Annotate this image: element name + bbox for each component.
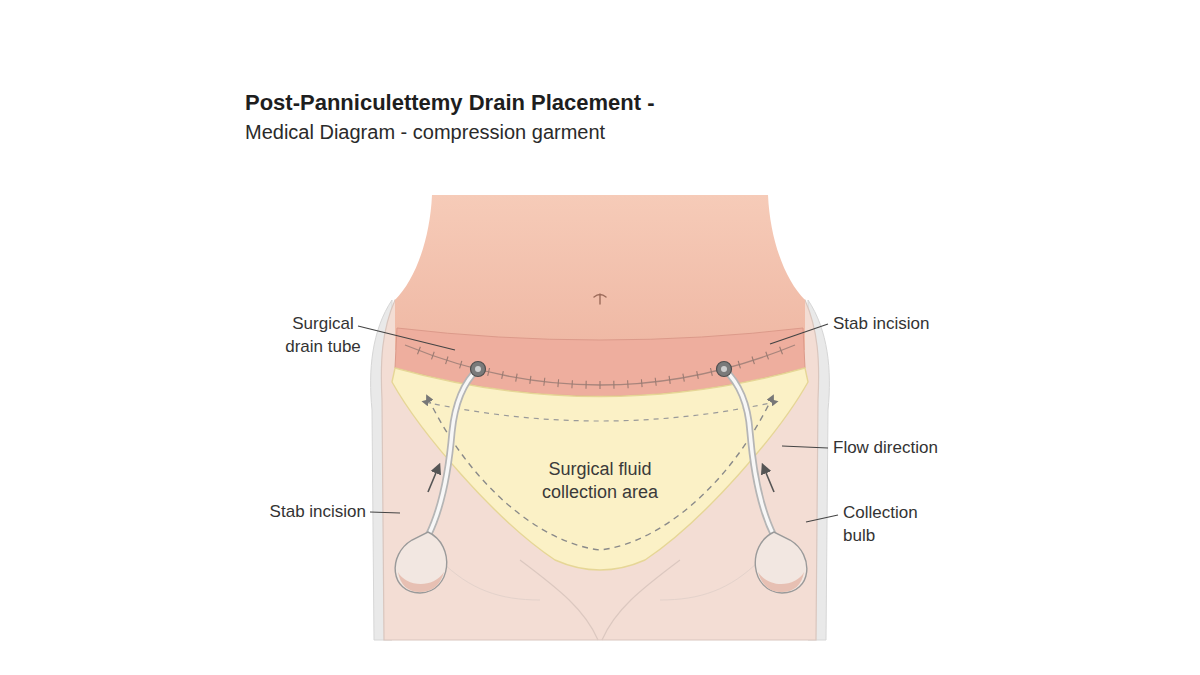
stitch-mark — [418, 347, 421, 354]
stitch-mark — [557, 379, 559, 387]
compression-garment — [392, 368, 808, 570]
leader-line — [806, 515, 838, 522]
leader-line — [358, 326, 455, 350]
stitch-mark — [599, 381, 600, 389]
collection-outline — [425, 402, 775, 421]
collection-bulb — [395, 532, 447, 593]
stab-incision — [721, 366, 727, 372]
bulb-fluid — [398, 572, 444, 592]
stab-incision — [475, 366, 481, 372]
stitch-mark — [544, 378, 545, 386]
leader-line — [370, 512, 400, 513]
diagram-subtitle: Medical Diagram - compression garment — [245, 119, 605, 145]
stitch-mark — [738, 361, 740, 369]
stitch-mark — [669, 376, 670, 384]
area-label: Surgical fluid collection area — [520, 458, 680, 504]
stitch-mark — [446, 357, 448, 365]
stitch-marks — [418, 347, 783, 389]
stitch-mark — [585, 381, 586, 389]
stitch-mark — [780, 347, 783, 354]
bulb-fluid — [758, 572, 804, 592]
stitch-mark — [641, 379, 643, 387]
leader-line — [770, 324, 828, 344]
drain-tube — [428, 369, 478, 536]
diagram-title: Post-Panniculettemy Drain Placement - — [245, 89, 655, 117]
thigh-line — [440, 560, 540, 600]
drain-tube — [724, 369, 774, 536]
stab-incision — [717, 362, 732, 377]
drain-tube — [428, 369, 478, 536]
stitch-mark — [460, 361, 462, 369]
stitch-mark — [697, 371, 699, 379]
part-label: Collection bulb — [843, 501, 929, 547]
stitch-mark — [766, 352, 769, 360]
stitch-mark — [432, 352, 435, 360]
drain-tube — [724, 369, 774, 536]
stitch-mark — [683, 374, 684, 382]
navel — [594, 294, 606, 304]
stitch-mark — [502, 371, 504, 379]
stitch-mark — [711, 368, 713, 376]
stitch-mark — [516, 374, 517, 382]
stitch-mark — [613, 381, 614, 389]
stitch-mark — [752, 357, 754, 365]
flow-arrow — [428, 468, 438, 492]
part-label: Stab incision — [833, 312, 929, 335]
stitch-mark — [530, 376, 531, 384]
collection-bulb — [755, 532, 807, 593]
part-label: Stab incision — [230, 500, 366, 523]
leader-line — [782, 446, 828, 448]
part-label: Flow direction — [833, 436, 938, 459]
flow-arrow — [764, 468, 774, 492]
collection-outline — [428, 398, 772, 550]
stitch-mark — [627, 380, 629, 388]
stitch-mark — [488, 368, 490, 376]
thigh-line — [660, 560, 760, 600]
torso — [395, 195, 805, 350]
lower-body — [381, 300, 818, 640]
stitch-mark — [655, 378, 656, 386]
part-label: Surgical drain tube — [276, 312, 370, 358]
stab-incision — [471, 362, 486, 377]
stitch-mark — [571, 380, 573, 388]
